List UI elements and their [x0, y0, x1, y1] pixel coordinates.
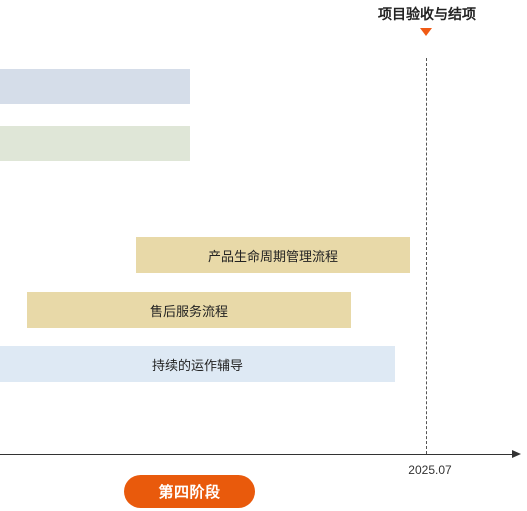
milestone-title: 项目验收与结项 [378, 6, 476, 22]
task-bar-after-sales: 售后服务流程 [27, 292, 351, 328]
task-bar-2 [0, 126, 190, 161]
axis-date-label: 2025.07 [408, 463, 452, 477]
task-bar-label: 产品生命周期管理流程 [207, 248, 338, 264]
axis-arrow-icon [512, 450, 521, 458]
phase-badge[interactable]: 第四阶段 [124, 475, 255, 508]
phase-badge-label: 第四阶段 [158, 484, 221, 501]
task-bar-1 [0, 69, 190, 104]
task-bar-label: 售后服务流程 [149, 303, 228, 319]
task-bar-ongoing-coaching: 持续的运作辅导 [0, 346, 395, 382]
task-bar-product-lifecycle: 产品生命周期管理流程 [136, 237, 410, 273]
milestone-dashed-line [426, 58, 427, 454]
task-bar-label: 持续的运作辅导 [151, 357, 243, 373]
timeline-axis [0, 454, 514, 455]
milestone-triangle-icon [420, 28, 432, 36]
